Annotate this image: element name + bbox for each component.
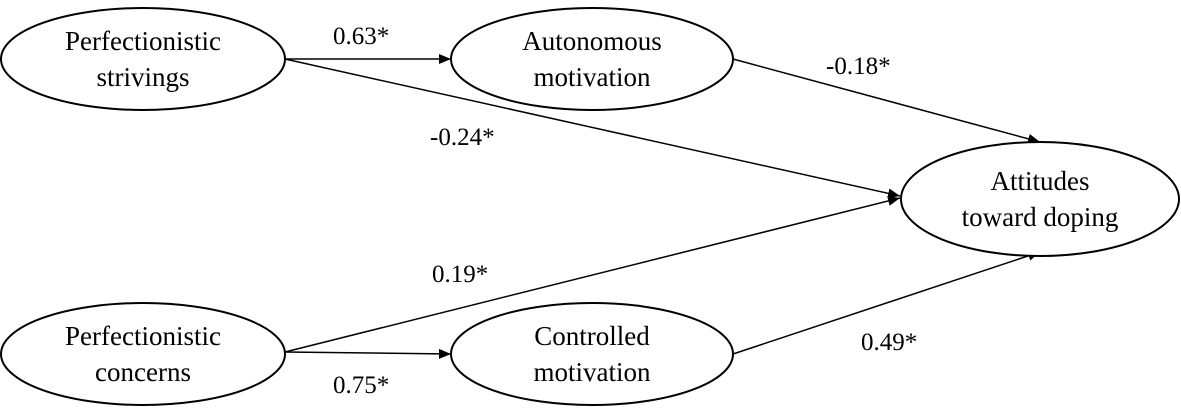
node-label-line2: motivation xyxy=(534,357,651,387)
node-perfectionistic-strivings: Perfectionistic strivings xyxy=(0,7,286,111)
node-controlled-motivation: Controlled motivation xyxy=(450,302,734,406)
edge-strivings-to-attitudes xyxy=(284,58,901,199)
node-label-line2: strivings xyxy=(96,62,189,92)
node-shape xyxy=(900,141,1180,257)
node-label-line1: Autonomous xyxy=(522,26,662,56)
edges xyxy=(284,54,1041,359)
node-attitudes-toward-doping: Attitudes toward doping xyxy=(900,141,1180,257)
node-label-line1: Attitudes xyxy=(991,166,1090,196)
node-label-line1: Perfectionistic xyxy=(65,26,221,56)
node-autonomous-motivation: Autonomous motivation xyxy=(450,7,734,111)
coef-autonomous-to-attitudes: -0.18* xyxy=(826,53,891,80)
node-label-line2: toward doping xyxy=(962,202,1119,232)
node-shape xyxy=(450,302,734,406)
coef-concerns-to-attitudes: 0.19* xyxy=(432,261,488,288)
node-label-line1: Controlled xyxy=(534,321,650,351)
node-label-line2: motivation xyxy=(534,62,651,92)
edge-concerns-to-attitudes xyxy=(284,196,901,353)
node-shape xyxy=(450,7,734,111)
node-label-line2: concerns xyxy=(95,357,191,387)
node-label-line1: Perfectionistic xyxy=(65,321,221,351)
coef-concerns-to-controlled: 0.75* xyxy=(333,372,389,399)
edge-controlled-to-attitudes xyxy=(732,251,1041,355)
node-shape xyxy=(0,302,286,406)
edge-concerns-to-controlled xyxy=(284,348,452,359)
coef-strivings-to-autonomous: 0.63* xyxy=(333,23,389,50)
coef-strivings-to-attitudes: -0.24* xyxy=(430,124,495,151)
edge-labels: 0.63* -0.18* -0.24* 0.19* 0.75* 0.49* xyxy=(333,23,917,399)
edge-autonomous-to-attitudes xyxy=(732,58,1041,144)
node-shape xyxy=(0,7,286,111)
node-perfectionistic-concerns: Perfectionistic concerns xyxy=(0,302,286,406)
coef-controlled-to-attitudes: 0.49* xyxy=(861,329,917,356)
